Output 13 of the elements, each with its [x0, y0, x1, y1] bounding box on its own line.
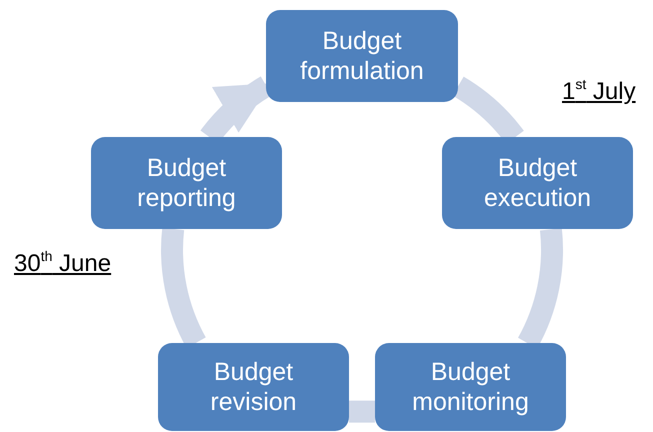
connector-band: [349, 400, 375, 423]
date-label: 1$^{st}$ July: [562, 78, 636, 106]
process-box: [266, 10, 458, 102]
box-label: Budget revision: [209, 357, 298, 417]
box-label: Budget monitoring: [411, 357, 530, 417]
box-label: Budget execution: [482, 153, 592, 213]
date-label: 30$^{th}$ June: [14, 250, 112, 278]
box-label: Budget formulation: [299, 26, 425, 86]
process-box: [375, 343, 566, 431]
process-box: [442, 137, 633, 229]
process-box: [91, 137, 282, 229]
process-box: [158, 343, 349, 431]
box-label: Budget reporting: [136, 153, 237, 213]
